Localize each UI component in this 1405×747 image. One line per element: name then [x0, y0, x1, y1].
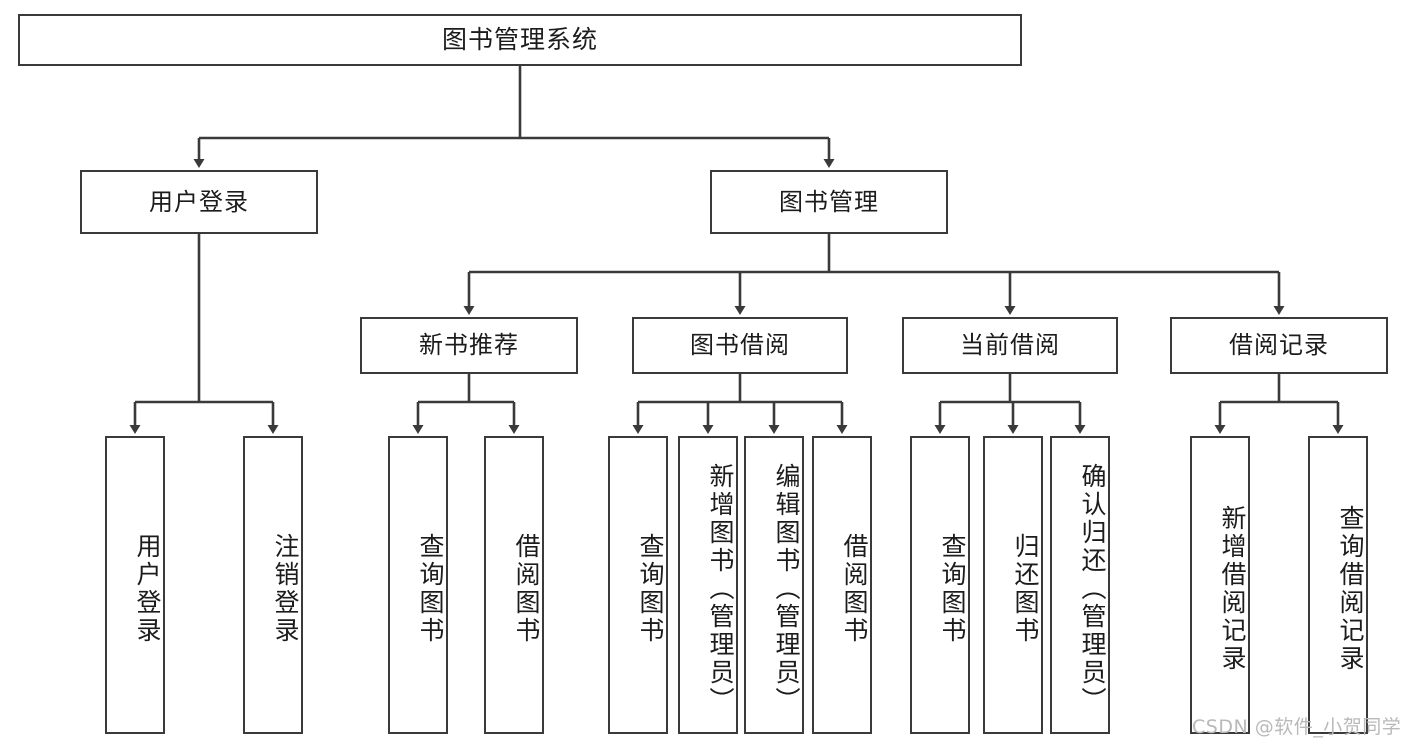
- leaf-add-book-admin[interactable]: 新增图书（管理员）: [678, 436, 738, 734]
- leaf-query-book-current[interactable]: 查询图书: [910, 436, 970, 734]
- leaf-edit-book-admin[interactable]: 编辑图书（管理员）: [744, 436, 804, 734]
- node-book-management[interactable]: 图书管理: [710, 170, 948, 234]
- leaf-return-book[interactable]: 归还图书: [983, 436, 1043, 734]
- node-root-system[interactable]: 图书管理系统: [18, 14, 1022, 66]
- leaf-query-borrow-record[interactable]: 查询借阅记录: [1308, 436, 1368, 734]
- leaf-user-login[interactable]: 用户登录: [105, 436, 165, 734]
- node-user-login[interactable]: 用户登录: [80, 170, 318, 234]
- leaf-borrow-book[interactable]: 借阅图书: [812, 436, 872, 734]
- node-current-borrow[interactable]: 当前借阅: [902, 317, 1118, 374]
- leaf-logout[interactable]: 注销登录: [243, 436, 303, 734]
- node-new-book-recommend[interactable]: 新书推荐: [360, 317, 578, 374]
- node-borrow-records[interactable]: 借阅记录: [1170, 317, 1388, 374]
- leaf-confirm-return-admin[interactable]: 确认归还（管理员）: [1050, 436, 1110, 734]
- leaf-borrow-book-recommend[interactable]: 借阅图书: [484, 436, 544, 734]
- leaf-query-book-recommend[interactable]: 查询图书: [388, 436, 448, 734]
- leaf-query-book-borrow[interactable]: 查询图书: [608, 436, 668, 734]
- node-book-borrow[interactable]: 图书借阅: [632, 317, 848, 374]
- leaf-add-borrow-record[interactable]: 新增借阅记录: [1190, 436, 1250, 734]
